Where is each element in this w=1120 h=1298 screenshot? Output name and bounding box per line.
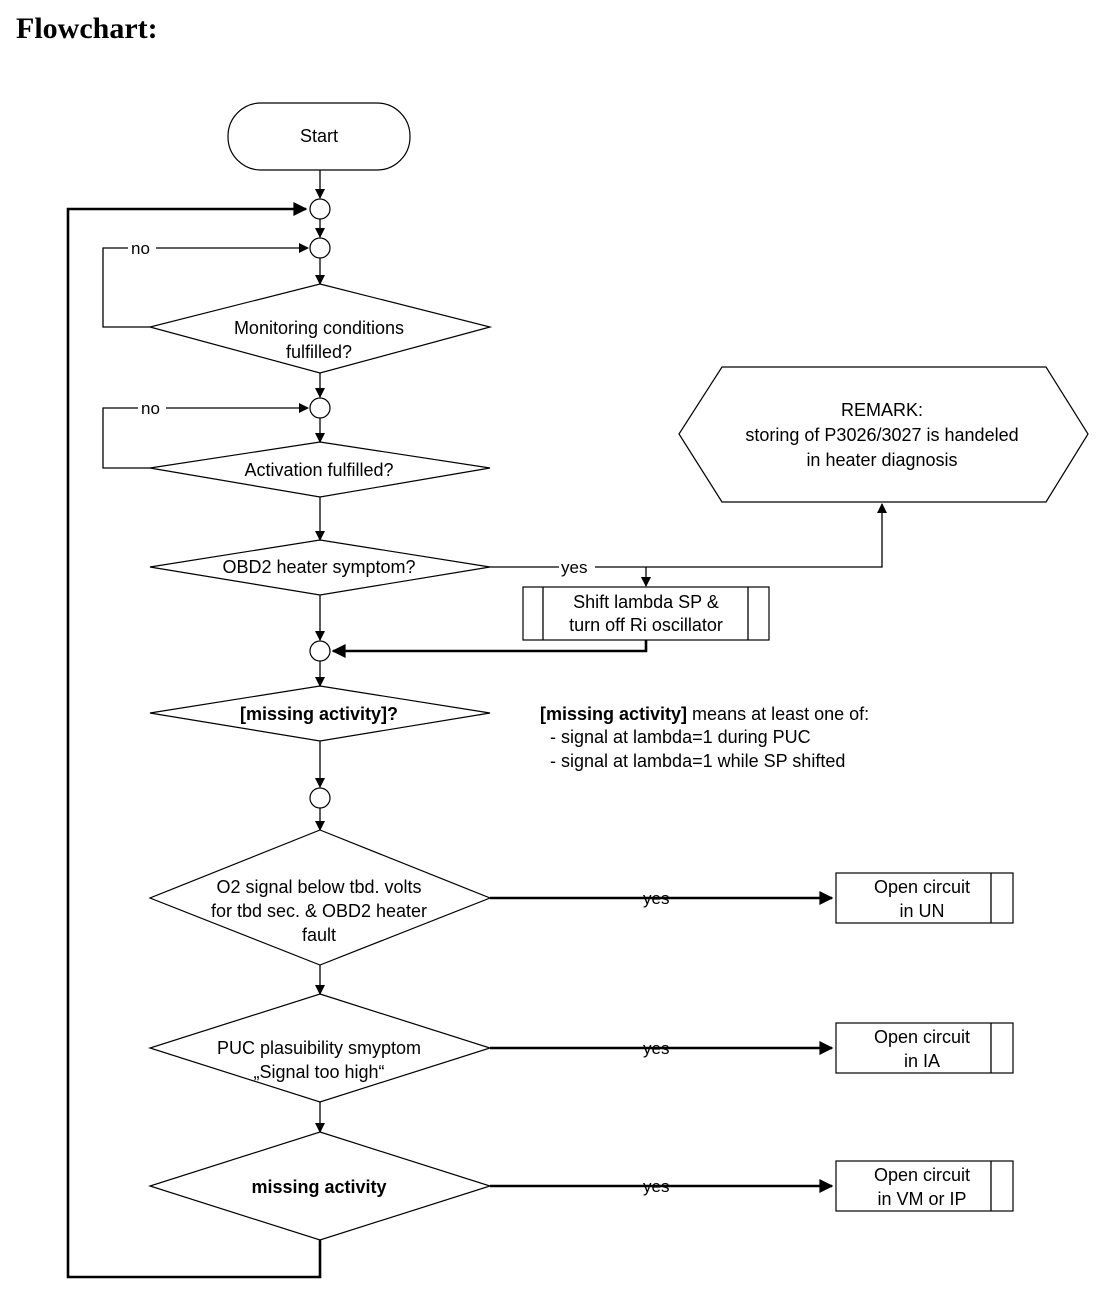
open-vm-line2: in VM or IP (877, 1189, 966, 1209)
edge-obd2-yes-to-remark (490, 503, 887, 568)
missing-activity-q-label: [missing activity]? (240, 704, 398, 724)
remark-hexagon: REMARK: storing of P3026/3027 is handele… (678, 366, 1089, 503)
monitoring-label-line1: Monitoring conditions (234, 318, 404, 338)
edge-label-no: no (131, 239, 150, 258)
note-item-2: - signal at lambda=1 while SP shifted (550, 751, 845, 771)
note-title-suffix: means at least one of: (687, 704, 869, 724)
decision-monitoring-conditions: Monitoring conditions fulfilled? (147, 283, 493, 374)
note-title: [missing activity] means at least one of… (540, 704, 869, 724)
process-open-circuit-ia: Open circuit in IA (835, 1022, 1014, 1074)
open-ia-line2: in IA (904, 1051, 940, 1071)
edge-label-yes: yes (561, 558, 587, 577)
decision-puc-plausibility: PUC plasuibility smyptom „Signal too hig… (148, 993, 492, 1103)
o2-label-line3: fault (302, 925, 336, 945)
obd2-heater-label: OBD2 heater symptom? (222, 557, 415, 577)
o2-label-line2: for tbd sec. & OBD2 heater (211, 901, 427, 921)
remark-label-line2: storing of P3026/3027 is handeled (745, 425, 1018, 445)
junction-circle (309, 198, 331, 220)
puc-label-line1: PUC plasuibility smyptom (217, 1038, 421, 1058)
edge-labels: no no yes yes yes yes (128, 238, 669, 1196)
start-terminator: Start (227, 102, 411, 171)
junction-circle (309, 640, 331, 662)
missing-activity-label: missing activity (251, 1177, 386, 1197)
remark-label-line1: REMARK: (841, 400, 923, 420)
decision-missing-activity-question: [missing activity]? (149, 685, 491, 742)
edge-label-no: no (141, 399, 160, 418)
process-open-circuit-vm-ip: Open circuit in VM or IP (835, 1160, 1014, 1212)
missing-activity-note: [missing activity] means at least one of… (540, 704, 869, 771)
decision-o2-signal: O2 signal below tbd. volts for tbd sec. … (148, 829, 492, 966)
monitoring-label-line2: fulfilled? (286, 342, 352, 362)
o2-label-line1: O2 signal below tbd. volts (216, 877, 421, 897)
edge-label-yes: yes (643, 1177, 669, 1196)
open-un-line2: in UN (899, 901, 944, 921)
junction-circle (309, 787, 331, 809)
open-un-line1: Open circuit (874, 877, 970, 897)
edge-main-return-loop (66, 202, 322, 1279)
open-vm-line1: Open circuit (874, 1165, 970, 1185)
page-title: Flowchart: (16, 12, 158, 45)
edge-label-yes: yes (643, 889, 669, 908)
process-open-circuit-un: Open circuit in UN (835, 872, 1014, 924)
note-title-bold: [missing activity] (540, 704, 687, 724)
note-item-1: - signal at lambda=1 during PUC (550, 727, 811, 747)
edge-shift-to-junction4 (331, 640, 648, 658)
junction-circle (309, 397, 331, 419)
process-shift-lambda: Shift lambda SP & turn off Ri oscillator (522, 586, 770, 641)
decision-activation: Activation fulfilled? (149, 441, 491, 498)
puc-label-line2: „Signal too high“ (253, 1062, 384, 1082)
decision-obd2-heater-symptom: OBD2 heater symptom? (149, 539, 491, 596)
decision-missing-activity: missing activity (148, 1131, 492, 1241)
open-ia-line1: Open circuit (874, 1027, 970, 1047)
remark-label-line3: in heater diagnosis (806, 450, 957, 470)
edge-monitoring-no-loop (102, 243, 309, 328)
edge-activation-no-loop (102, 403, 309, 469)
connectors (66, 170, 887, 1279)
shift-box-label-line2: turn off Ri oscillator (569, 615, 723, 635)
activation-label: Activation fulfilled? (244, 460, 393, 480)
junction-circle (309, 237, 331, 259)
start-label: Start (300, 126, 338, 146)
shift-box-label-line1: Shift lambda SP & (573, 592, 719, 612)
edge-label-yes: yes (643, 1039, 669, 1058)
